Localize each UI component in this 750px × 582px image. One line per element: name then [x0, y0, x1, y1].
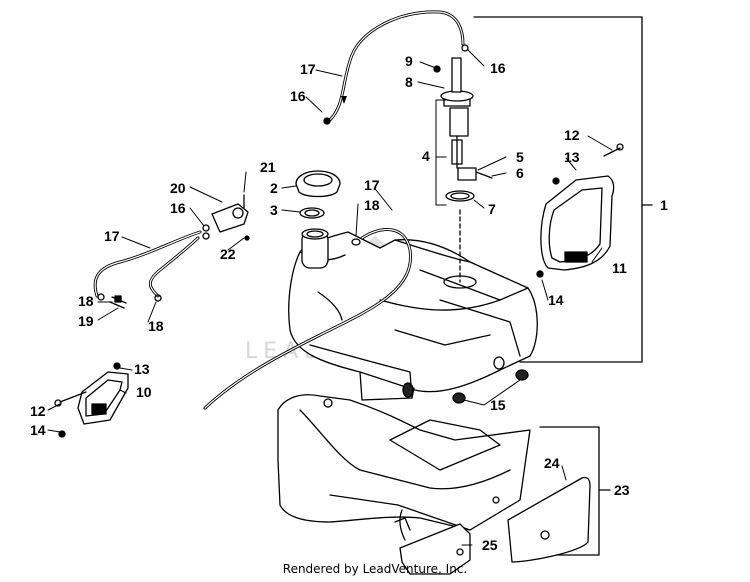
assembly-bracket-23 — [539, 426, 611, 556]
callout-3: 3 — [270, 202, 278, 218]
fuel-cap — [295, 170, 341, 198]
callout-5: 5 — [516, 149, 524, 165]
callout-18-tank: 18 — [364, 197, 380, 213]
callout-22: 22 — [220, 246, 236, 262]
footer-credit: Rendered by LeadVenture, Inc. — [282, 562, 468, 576]
callout-21: 21 — [260, 159, 276, 175]
leader-lines — [47, 49, 613, 546]
callout-25: 25 — [482, 537, 498, 553]
callout-12-left: 12 — [30, 403, 46, 419]
tank-strap-right — [536, 143, 624, 278]
callout-9: 9 — [405, 53, 413, 69]
tank-strap-left — [54, 362, 129, 438]
callout-4: 4 — [422, 148, 430, 164]
callout-labels: 1 2 3 4 5 6 7 8 9 10 11 12 12 13 13 14 1… — [30, 53, 668, 553]
assembly-bracket-1 — [473, 16, 653, 363]
fuel-tank — [288, 209, 538, 404]
callout-7: 7 — [488, 201, 496, 217]
callout-13-right: 13 — [564, 149, 580, 165]
callout-16-left: 16 — [170, 200, 186, 216]
callout-12-right: 12 — [564, 127, 580, 143]
vent-hoses-left — [93, 194, 250, 309]
cap-gasket — [299, 207, 325, 219]
callout-11: 11 — [612, 260, 627, 276]
splash-guard-25 — [399, 523, 471, 575]
callout-14-left: 14 — [30, 422, 46, 438]
callout-14-right: 14 — [548, 292, 564, 308]
callout-16-top-left: 16 — [290, 88, 306, 104]
callout-13-left: 13 — [134, 361, 150, 377]
callout-8: 8 — [405, 74, 413, 90]
callout-18-lower: 18 — [148, 318, 164, 334]
callout-17-left: 17 — [104, 228, 120, 244]
callout-10: 10 — [136, 384, 152, 400]
callout-19: 19 — [78, 313, 94, 329]
heat-shield-24 — [507, 476, 591, 563]
callout-20: 20 — [170, 180, 186, 196]
fuel-pump-assembly — [433, 44, 493, 202]
callout-6: 6 — [516, 165, 524, 181]
callout-18-left: 18 — [78, 293, 94, 309]
callout-17-tank: 17 — [364, 177, 380, 193]
callout-24: 24 — [544, 455, 560, 471]
callout-17-top: 17 — [300, 61, 316, 77]
vent-hose-top — [328, 10, 465, 122]
callout-16-top-right: 16 — [490, 60, 506, 76]
callout-23: 23 — [614, 482, 630, 498]
skid-plate — [277, 394, 531, 541]
callout-15: 15 — [490, 397, 506, 413]
callout-2: 2 — [270, 180, 278, 196]
callout-1: 1 — [660, 197, 668, 213]
